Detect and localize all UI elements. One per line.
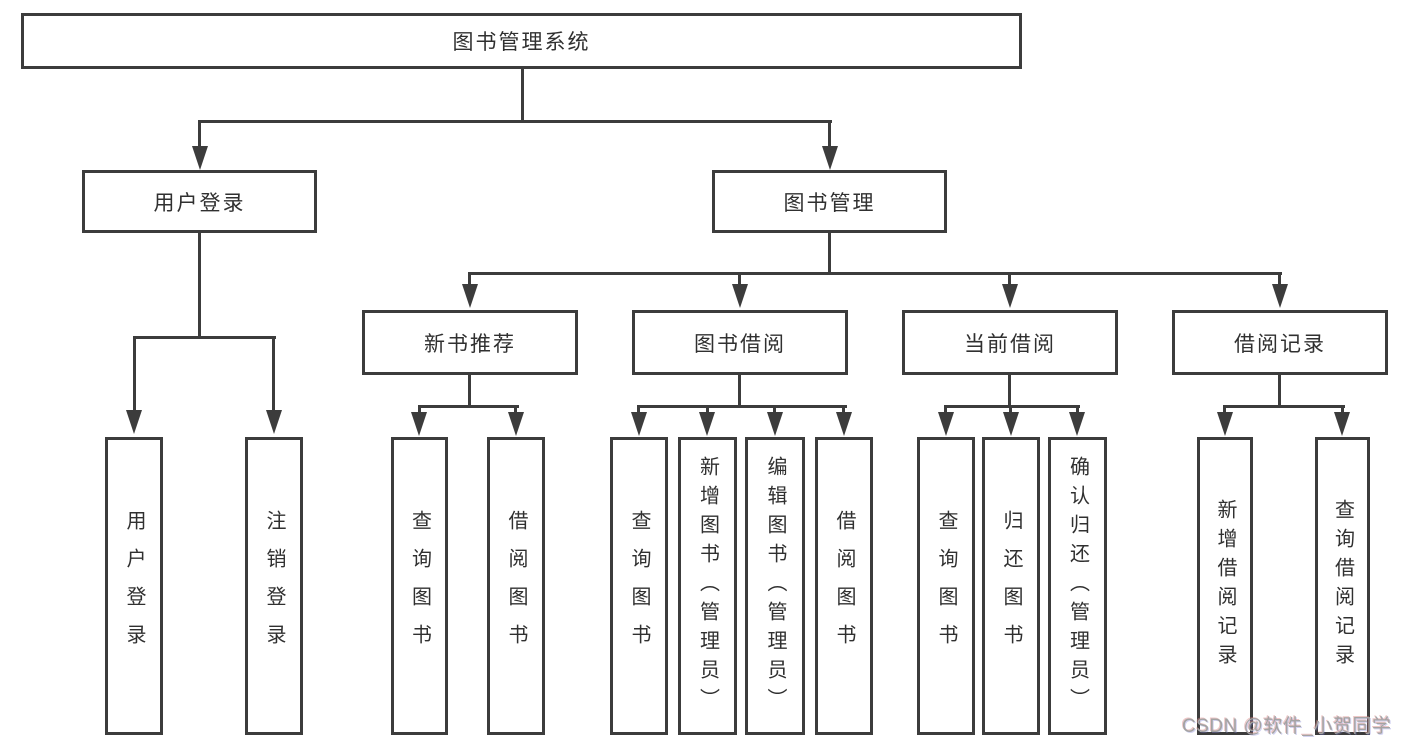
arrow-down-icon [192, 146, 208, 170]
arrow-down-icon [699, 412, 715, 436]
node-label: 图书管理系统 [452, 31, 591, 54]
leaf-confirm-return-admin: 确认归还（管理员） [1048, 437, 1107, 735]
arrow-down-icon [411, 412, 427, 436]
arrow-down-icon [1272, 284, 1288, 308]
node-label: 借阅图书 [833, 510, 855, 662]
node-label: 图书借阅 [694, 332, 786, 356]
connector-line [1278, 272, 1281, 286]
node-label: 用户登录 [153, 191, 246, 215]
arrow-down-icon [836, 412, 852, 436]
node-label: 用户登录 [123, 510, 145, 662]
node-label: 新增图书（管理员） [696, 455, 719, 717]
connector-line [198, 120, 201, 148]
connector-line [198, 120, 832, 123]
leaf-query-books-1: 查询图书 [391, 437, 448, 735]
leaf-return-books: 归还图书 [982, 437, 1040, 735]
connector-line [944, 405, 1080, 408]
connector-line [418, 405, 519, 408]
node-label: 查询图书 [408, 510, 431, 662]
arrow-down-icon [126, 410, 142, 434]
connector-line [468, 272, 471, 286]
connector-line [1076, 405, 1079, 415]
leaf-query-borrow-record: 查询借阅记录 [1315, 437, 1370, 735]
node-book-management: 图书管理 [712, 170, 947, 233]
connector-line [468, 375, 471, 408]
leaf-edit-book-admin: 编辑图书（管理员） [745, 437, 805, 735]
connector-line [637, 405, 847, 408]
node-label: 查询图书 [628, 510, 650, 662]
node-library-management-system: 图书管理系统 [21, 13, 1022, 69]
leaf-user-login: 用户登录 [105, 437, 163, 735]
connector-line [1009, 405, 1012, 415]
node-label: 注销登录 [263, 510, 285, 662]
arrow-down-icon [631, 412, 647, 436]
arrow-down-icon [508, 412, 524, 436]
connector-line [1278, 375, 1281, 408]
node-label: 借阅记录 [1234, 332, 1326, 356]
connector-line [468, 272, 1282, 275]
connector-line [738, 375, 741, 408]
connector-line [637, 405, 640, 415]
connector-line [133, 336, 276, 339]
arrow-down-icon [732, 284, 748, 308]
connector-line [1341, 405, 1344, 415]
node-book-borrowing: 图书借阅 [632, 310, 848, 375]
connector-line [828, 120, 831, 148]
connector-line [1223, 405, 1345, 408]
arrow-down-icon [462, 284, 478, 308]
node-label: 新增借阅记录 [1214, 499, 1236, 673]
node-label: 确认归还（管理员） [1066, 455, 1089, 717]
leaf-logout: 注销登录 [245, 437, 303, 735]
node-user-login: 用户登录 [82, 170, 317, 233]
leaf-query-books-3: 查询图书 [917, 437, 975, 735]
connector-line [828, 233, 831, 275]
node-label: 归还图书 [1000, 510, 1022, 662]
node-new-book-recommendation: 新书推荐 [362, 310, 578, 375]
connector-line [133, 336, 136, 412]
node-label: 查询借阅记录 [1331, 499, 1354, 673]
connector-line [418, 405, 421, 415]
arrow-down-icon [822, 146, 838, 170]
connector-line [1008, 272, 1011, 286]
node-label: 查询图书 [935, 510, 957, 662]
arrow-down-icon [1002, 284, 1018, 308]
node-label: 借阅图书 [505, 510, 527, 662]
node-label: 新书推荐 [424, 332, 516, 356]
connector-line [1008, 375, 1011, 408]
connector-line [1223, 405, 1226, 415]
leaf-add-book-admin: 新增图书（管理员） [678, 437, 737, 735]
arrow-down-icon [266, 410, 282, 434]
node-label: 编辑图书（管理员） [764, 455, 786, 717]
connector-line [706, 405, 709, 415]
node-label: 图书管理 [783, 191, 876, 215]
arrow-down-icon [1217, 412, 1233, 436]
leaf-borrow-books-2: 借阅图书 [815, 437, 873, 735]
node-borrowing-records: 借阅记录 [1172, 310, 1388, 375]
connector-line [842, 405, 845, 415]
connector-line [773, 405, 776, 415]
arrow-down-icon [1334, 412, 1350, 436]
leaf-query-books-2: 查询图书 [610, 437, 668, 735]
csdn-watermark: CSDN @软件_小贺同学 [1182, 716, 1392, 737]
arrow-down-icon [767, 412, 783, 436]
connector-line [272, 336, 275, 412]
node-current-borrowing: 当前借阅 [902, 310, 1118, 375]
connector-line [738, 272, 741, 286]
leaf-borrow-books-1: 借阅图书 [487, 437, 545, 735]
arrow-down-icon [1069, 412, 1085, 436]
connector-line [514, 405, 517, 415]
connector-line [198, 233, 201, 338]
connector-line [944, 405, 947, 415]
leaf-add-borrow-record: 新增借阅记录 [1197, 437, 1253, 735]
arrow-down-icon [938, 412, 954, 436]
connector-line [521, 68, 524, 123]
node-label: 当前借阅 [964, 332, 1056, 356]
arrow-down-icon [1003, 412, 1019, 436]
